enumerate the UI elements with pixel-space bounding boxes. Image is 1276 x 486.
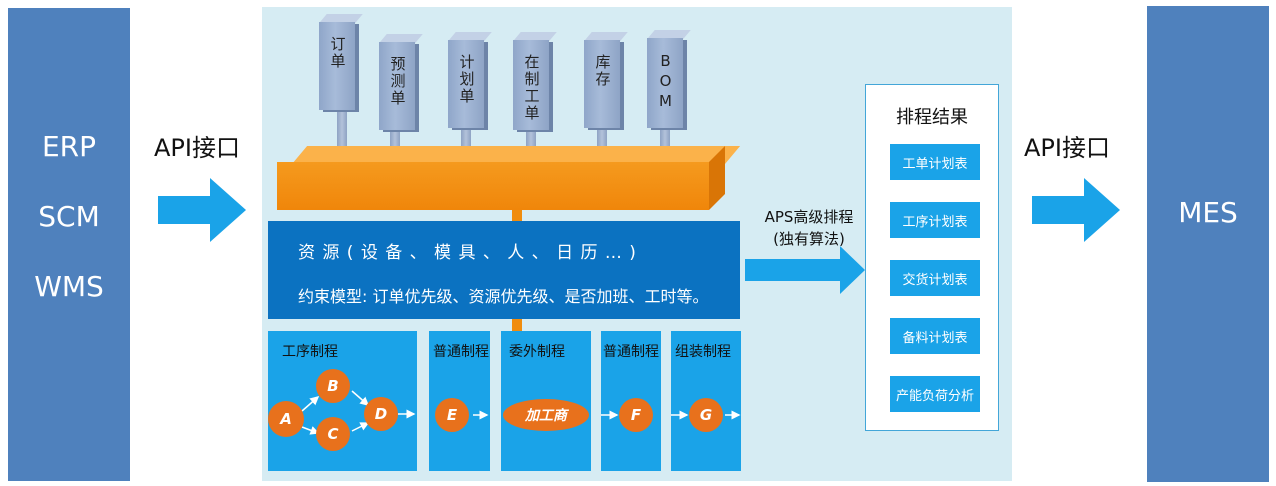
node-a: A [268, 401, 304, 437]
result-delivery-plan: 交货计划表 [890, 260, 980, 296]
left-systems-box: ERP SCM WMS [8, 8, 130, 481]
node-processor: 加工商 [503, 399, 589, 431]
api-left-label: API接口 [154, 134, 240, 162]
resource-title: 资 源 ( 设 备 、 模 具 、 人 、 日 历 … ) [298, 243, 637, 263]
right-system-box: MES [1147, 6, 1269, 482]
api-right-label: API接口 [1024, 134, 1110, 162]
node-c: C [316, 417, 350, 451]
data-source-inventory: 库存 [584, 32, 628, 128]
node-f: F [619, 398, 653, 432]
result-work-order-plan: 工单计划表 [890, 144, 980, 180]
aps-label: APS高级排程 (独有算法) [764, 208, 854, 248]
system-wms: WMS [34, 270, 104, 303]
system-erp: ERP [41, 130, 97, 163]
process-box-normal-1: 普通制程 E [429, 331, 490, 471]
node-d: D [364, 397, 398, 431]
node-b: B [316, 369, 350, 403]
node-e: E [435, 398, 469, 432]
resource-box: 资 源 ( 设 备 、 模 具 、 人 、 日 历 … ) 约束模型: 订单优先… [268, 221, 740, 319]
system-scm: SCM [38, 200, 100, 233]
system-mes: MES [1178, 196, 1238, 229]
data-source-wip: 在制工单 [513, 32, 557, 130]
data-source-forecast: 预测单 [379, 34, 423, 130]
data-source-orders: 订单 [319, 14, 363, 110]
right-arrow-icon [1032, 178, 1120, 242]
data-source-plan: 计划单 [448, 32, 492, 128]
process-box-assembly: 组装制程 G [671, 331, 741, 471]
process-box-outsource: 委外制程 加工商 [501, 331, 591, 471]
data-bar [277, 162, 709, 210]
result-operation-plan: 工序计划表 [890, 202, 980, 238]
left-arrow-icon [158, 178, 246, 242]
data-source-bom: BOM [647, 30, 691, 128]
node-g: G [689, 398, 723, 432]
aps-arrow-icon [745, 246, 865, 294]
result-capacity-analysis: 产能负荷分析 [890, 376, 980, 412]
results-title: 排程结果 [896, 107, 968, 128]
process-box-normal-2: 普通制程 F [601, 331, 661, 471]
constraint-model: 约束模型: 订单优先级、资源优先级、是否加班、工时等。 [298, 287, 709, 306]
result-material-plan: 备料计划表 [890, 318, 980, 354]
process-box-routing: 工序制程 A B C D [268, 331, 417, 471]
results-box: 排程结果 工单计划表 工序计划表 交货计划表 备料计划表 产能负荷分析 [865, 84, 999, 431]
